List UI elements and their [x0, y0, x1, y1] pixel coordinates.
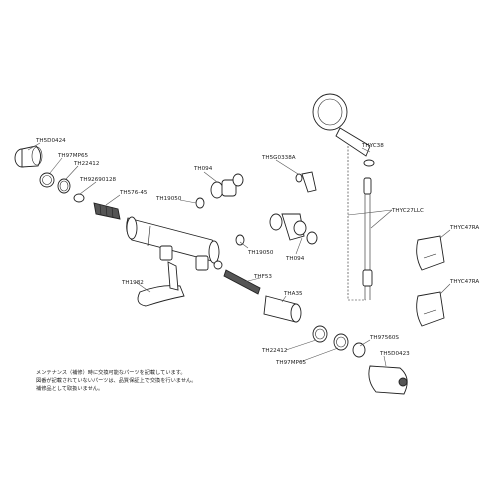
leader-lines — [27, 142, 451, 367]
ring-TH97560S — [352, 342, 366, 358]
label-TH1982: TH1982 — [121, 280, 144, 286]
ring-TH97MP65-top — [39, 172, 55, 188]
oring-TH92690128 — [73, 193, 85, 203]
label-TH22412-top: TH22412 — [73, 161, 99, 167]
label-TH5D0424: TH5D0424 — [35, 138, 66, 144]
ring-TH22412-top — [57, 178, 71, 194]
label-TH5D0423: TH5D0423 — [379, 351, 410, 357]
hose-elbow-TH5G0338A — [295, 171, 317, 193]
label-THA35: THA35 — [283, 291, 303, 297]
label-TH92690128: TH92690128 — [79, 177, 117, 183]
holder-THYC47RA-2 — [416, 291, 445, 327]
label-THF53: THF53 — [253, 274, 272, 280]
ring-TH19050-mid — [235, 234, 245, 246]
label-TH97560S: TH97560S — [369, 335, 399, 341]
label-THYC47RA-2: THYC47RA — [449, 279, 479, 285]
holder-THYC47RA-1 — [416, 235, 445, 271]
shower-head-THYC38 — [312, 93, 375, 167]
bracket-frame — [347, 146, 366, 301]
ring-TH97MP65-bottom — [333, 333, 349, 351]
label-THYC27LLC: THYC27LLC — [391, 208, 424, 214]
spout-TH1982 — [137, 261, 185, 307]
mixer-body — [126, 216, 220, 271]
elbow-TH094-mid — [269, 213, 318, 245]
maintenance-note-1: メンテナンス（補修）時に交換可能なパーツを記載しています。 — [36, 370, 186, 376]
label-THYC38: THYC38 — [361, 143, 384, 149]
maintenance-note-2: 図番が記載されていないパーツは、品質保証上で交換を行いません。 — [36, 378, 197, 384]
label-TH094-top: TH094 — [193, 166, 213, 172]
label-TH97MP65-top: TH97MP65 — [57, 153, 88, 159]
cartridge-THF53 — [213, 260, 261, 295]
handle-TH5D0423 — [368, 365, 408, 395]
label-TH22412-bottom: TH22412 — [261, 348, 287, 354]
label-TH19050-top: TH19050 — [155, 196, 182, 202]
cartridge-THA35 — [263, 295, 302, 323]
label-THYC47RA-1: THYC47RA — [449, 225, 479, 231]
label-TH19050-mid: TH19050 — [247, 250, 274, 256]
elbow-TH094-top — [210, 173, 244, 199]
slide-bar-THYC27LLC — [362, 177, 373, 300]
label-TH576-45: TH576-45 — [119, 190, 148, 196]
ring-TH19050-top — [195, 197, 205, 209]
label-TH97MP65-bottom: TH97MP65 — [275, 360, 306, 366]
label-TH094-mid: TH094 — [285, 256, 305, 262]
label-TH5G0338A: TH5G0338A — [261, 155, 296, 161]
maintenance-note-3: 補修品として取扱いません。 — [36, 386, 104, 392]
cap-TH5D0424 — [14, 145, 43, 168]
spindle-TH576-45 — [93, 202, 121, 220]
ring-TH22412-bottom — [312, 325, 328, 343]
